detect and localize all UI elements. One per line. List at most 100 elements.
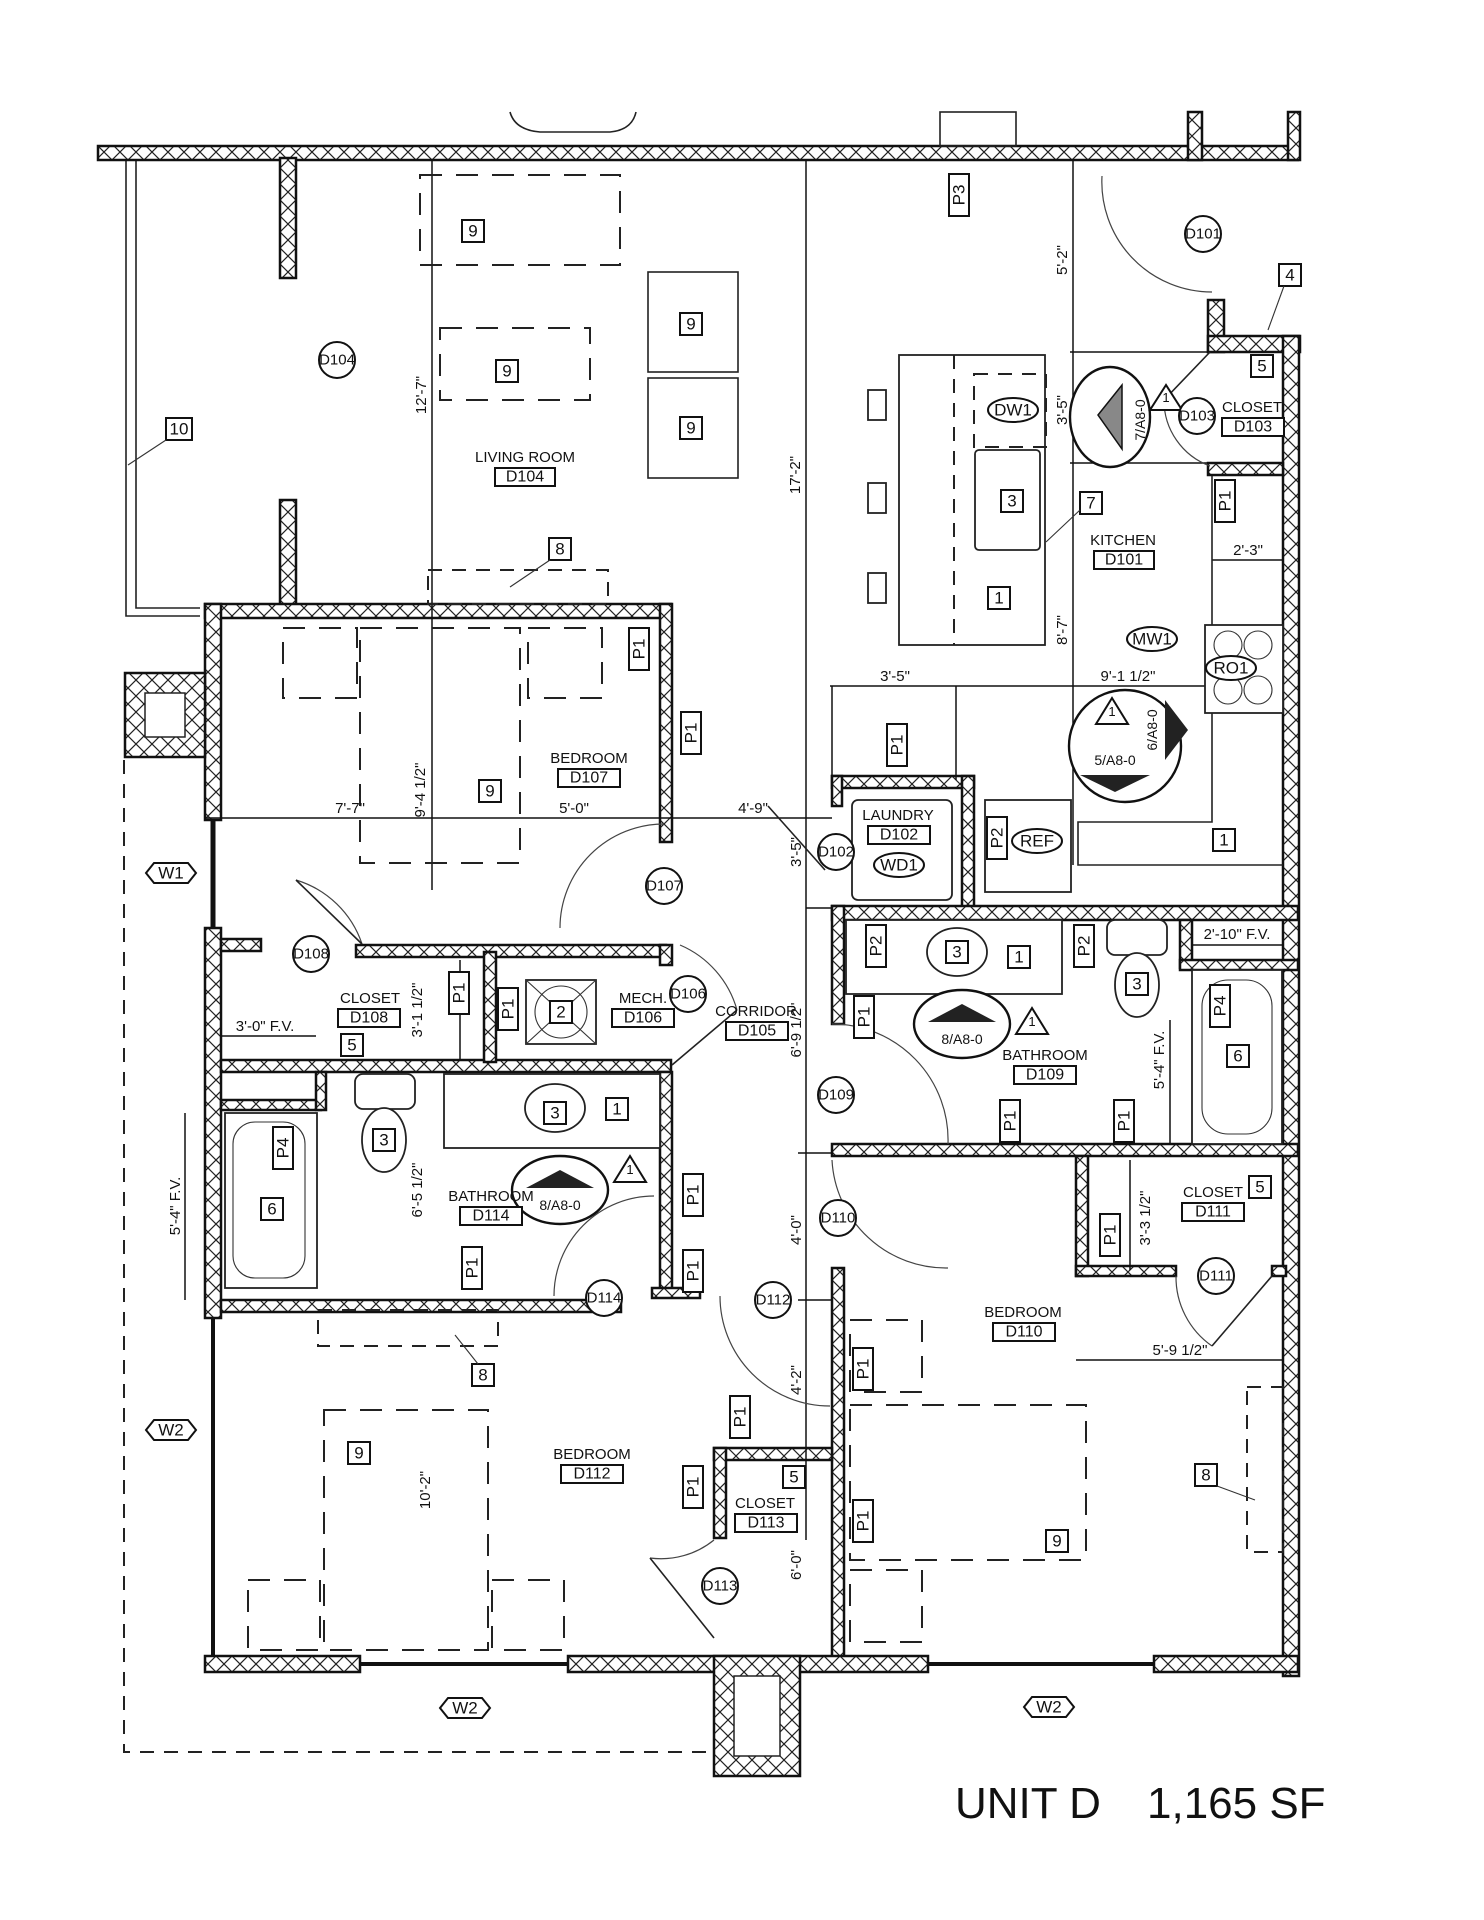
keynote-1: 1 [987, 586, 1011, 610]
svg-text:BEDROOM: BEDROOM [553, 1446, 631, 1463]
tag-p1: P1 [729, 1395, 751, 1439]
svg-text:D112: D112 [756, 1292, 791, 1309]
section-ref-5: 5/A8-0 [1094, 752, 1135, 768]
keynote-9: 9 [347, 1441, 371, 1465]
svg-text:9: 9 [686, 315, 695, 334]
dim-bath109-tub: 5'-4" F.V. [1151, 1031, 1168, 1090]
keynote-8: 8 [1194, 1463, 1218, 1487]
tag-ro1: RO1 [1205, 655, 1257, 681]
svg-text:8: 8 [478, 1366, 487, 1385]
svg-text:9: 9 [1052, 1532, 1061, 1551]
svg-text:W2: W2 [158, 1421, 184, 1440]
svg-text:5: 5 [1257, 357, 1266, 376]
svg-text:P1: P1 [888, 735, 907, 756]
svg-text:1: 1 [626, 1162, 633, 1177]
svg-text:D107: D107 [570, 770, 608, 787]
door-tag-d104: D104 [318, 341, 356, 379]
svg-text:MW1: MW1 [1132, 630, 1172, 649]
svg-text:1: 1 [1108, 704, 1115, 719]
svg-text:DW1: DW1 [994, 401, 1032, 420]
svg-text:10: 10 [170, 420, 189, 439]
door-tag-d114: D114 [585, 1279, 623, 1317]
room-closet-d103: CLOSET D103 [1221, 399, 1285, 437]
keynote-9: 9 [1045, 1529, 1069, 1553]
svg-text:BATHROOM: BATHROOM [448, 1188, 534, 1205]
svg-text:P1: P1 [1115, 1111, 1134, 1132]
svg-text:REF: REF [1020, 832, 1054, 851]
dim-kitchen-depth: 17'-2" [787, 456, 804, 494]
tag-p4: P4 [272, 1126, 294, 1170]
svg-text:3: 3 [379, 1131, 388, 1150]
keynote-2: 2 [549, 1000, 573, 1024]
svg-text:9: 9 [354, 1444, 363, 1463]
svg-text:P1: P1 [731, 1407, 750, 1428]
svg-text:D104: D104 [319, 352, 355, 369]
furniture [247, 174, 1284, 1651]
keynote-9: 9 [679, 416, 703, 440]
tag-p1: P1 [682, 1465, 704, 1509]
svg-text:3: 3 [952, 943, 961, 962]
room-laundry: LAUNDRY D102 [862, 807, 934, 845]
window-tag-w2: W2 [438, 1697, 492, 1719]
svg-text:D108: D108 [293, 946, 329, 963]
window-tag-w2: W2 [144, 1419, 198, 1441]
dim-closet103: 3'-5" [1054, 395, 1071, 425]
section-ref-8-a: 8/A8-0 [941, 1031, 982, 1047]
revision-triangle-2: 1 [1094, 696, 1130, 725]
svg-text:2: 2 [556, 1003, 565, 1022]
svg-text:5: 5 [347, 1036, 356, 1055]
dim-bed112-depth: 10'-2" [417, 1471, 434, 1509]
dim-kitchen-width: 9'-1 1/2" [1101, 668, 1156, 685]
dimension-lines [184, 160, 1283, 1656]
room-mech: MECH. D106 [611, 990, 675, 1028]
svg-text:P1: P1 [855, 1007, 874, 1028]
window-tags: W1 W2 W2 W2 [144, 862, 1076, 1719]
svg-text:P4: P4 [274, 1138, 293, 1159]
svg-text:D105: D105 [738, 1023, 776, 1040]
keynote-3: 3 [543, 1101, 567, 1125]
tag-p1: P1 [1214, 479, 1236, 523]
room-bathroom-d114: BATHROOM D114 [448, 1188, 534, 1226]
room-kitchen: KITCHEN D101 [1090, 532, 1156, 570]
door-tag-d103: D103 [1178, 397, 1216, 435]
svg-text:6: 6 [267, 1200, 276, 1219]
svg-text:4: 4 [1285, 266, 1294, 285]
dim-corridor-width: 4'-9" [738, 800, 768, 817]
svg-text:D113: D113 [703, 1578, 738, 1595]
svg-text:9: 9 [485, 782, 494, 801]
keynote-3: 3 [1000, 489, 1024, 513]
unit-area: 1,165 SF [1147, 1779, 1326, 1828]
keynote-4: 4 [1278, 263, 1302, 287]
keynote-1: 1 [1007, 945, 1031, 969]
svg-text:P1: P1 [1216, 491, 1235, 512]
room-bathroom-d109: BATHROOM D109 [1002, 1047, 1088, 1085]
svg-text:1: 1 [1162, 390, 1169, 405]
svg-text:D106: D106 [670, 986, 706, 1003]
door-tag-d108: D108 [292, 935, 330, 973]
svg-text:P4: P4 [1211, 996, 1230, 1017]
revision-triangle-3: 1 [1014, 1006, 1050, 1035]
dimension-labels: 12'-7" 17'-2" 5'-2" 3'-5" 8'-7" 2'-3" 3'… [167, 245, 1270, 1580]
tag-p1: P1 [628, 627, 650, 671]
svg-text:W1: W1 [158, 864, 184, 883]
tag-p1: P1 [1099, 1213, 1121, 1257]
svg-text:RO1: RO1 [1214, 659, 1249, 678]
svg-text:P2: P2 [867, 936, 886, 957]
door-tag-d102: D102 [817, 833, 855, 871]
svg-text:8: 8 [555, 540, 564, 559]
balcony-outline [123, 160, 800, 1753]
svg-text:7: 7 [1086, 494, 1095, 513]
door-tag-d109: D109 [817, 1076, 855, 1114]
tag-p1: P1 [853, 995, 875, 1039]
tag-p1: P1 [497, 987, 519, 1031]
svg-text:D108: D108 [350, 1010, 388, 1027]
dim-bed107-right: 5'-0" [559, 800, 589, 817]
svg-text:LIVING ROOM: LIVING ROOM [475, 449, 575, 466]
room-living-room: LIVING ROOM D104 [475, 449, 575, 487]
svg-text:D104: D104 [506, 469, 544, 486]
svg-text:D102: D102 [880, 827, 918, 844]
keynote-6: 6 [260, 1197, 284, 1221]
dim-bed107-depth: 9'-4 1/2" [412, 763, 429, 818]
svg-text:P1: P1 [450, 983, 469, 1004]
door-tags: D101 D102 D103 D104 D106 D107 D108 D109 … [292, 215, 1235, 1605]
